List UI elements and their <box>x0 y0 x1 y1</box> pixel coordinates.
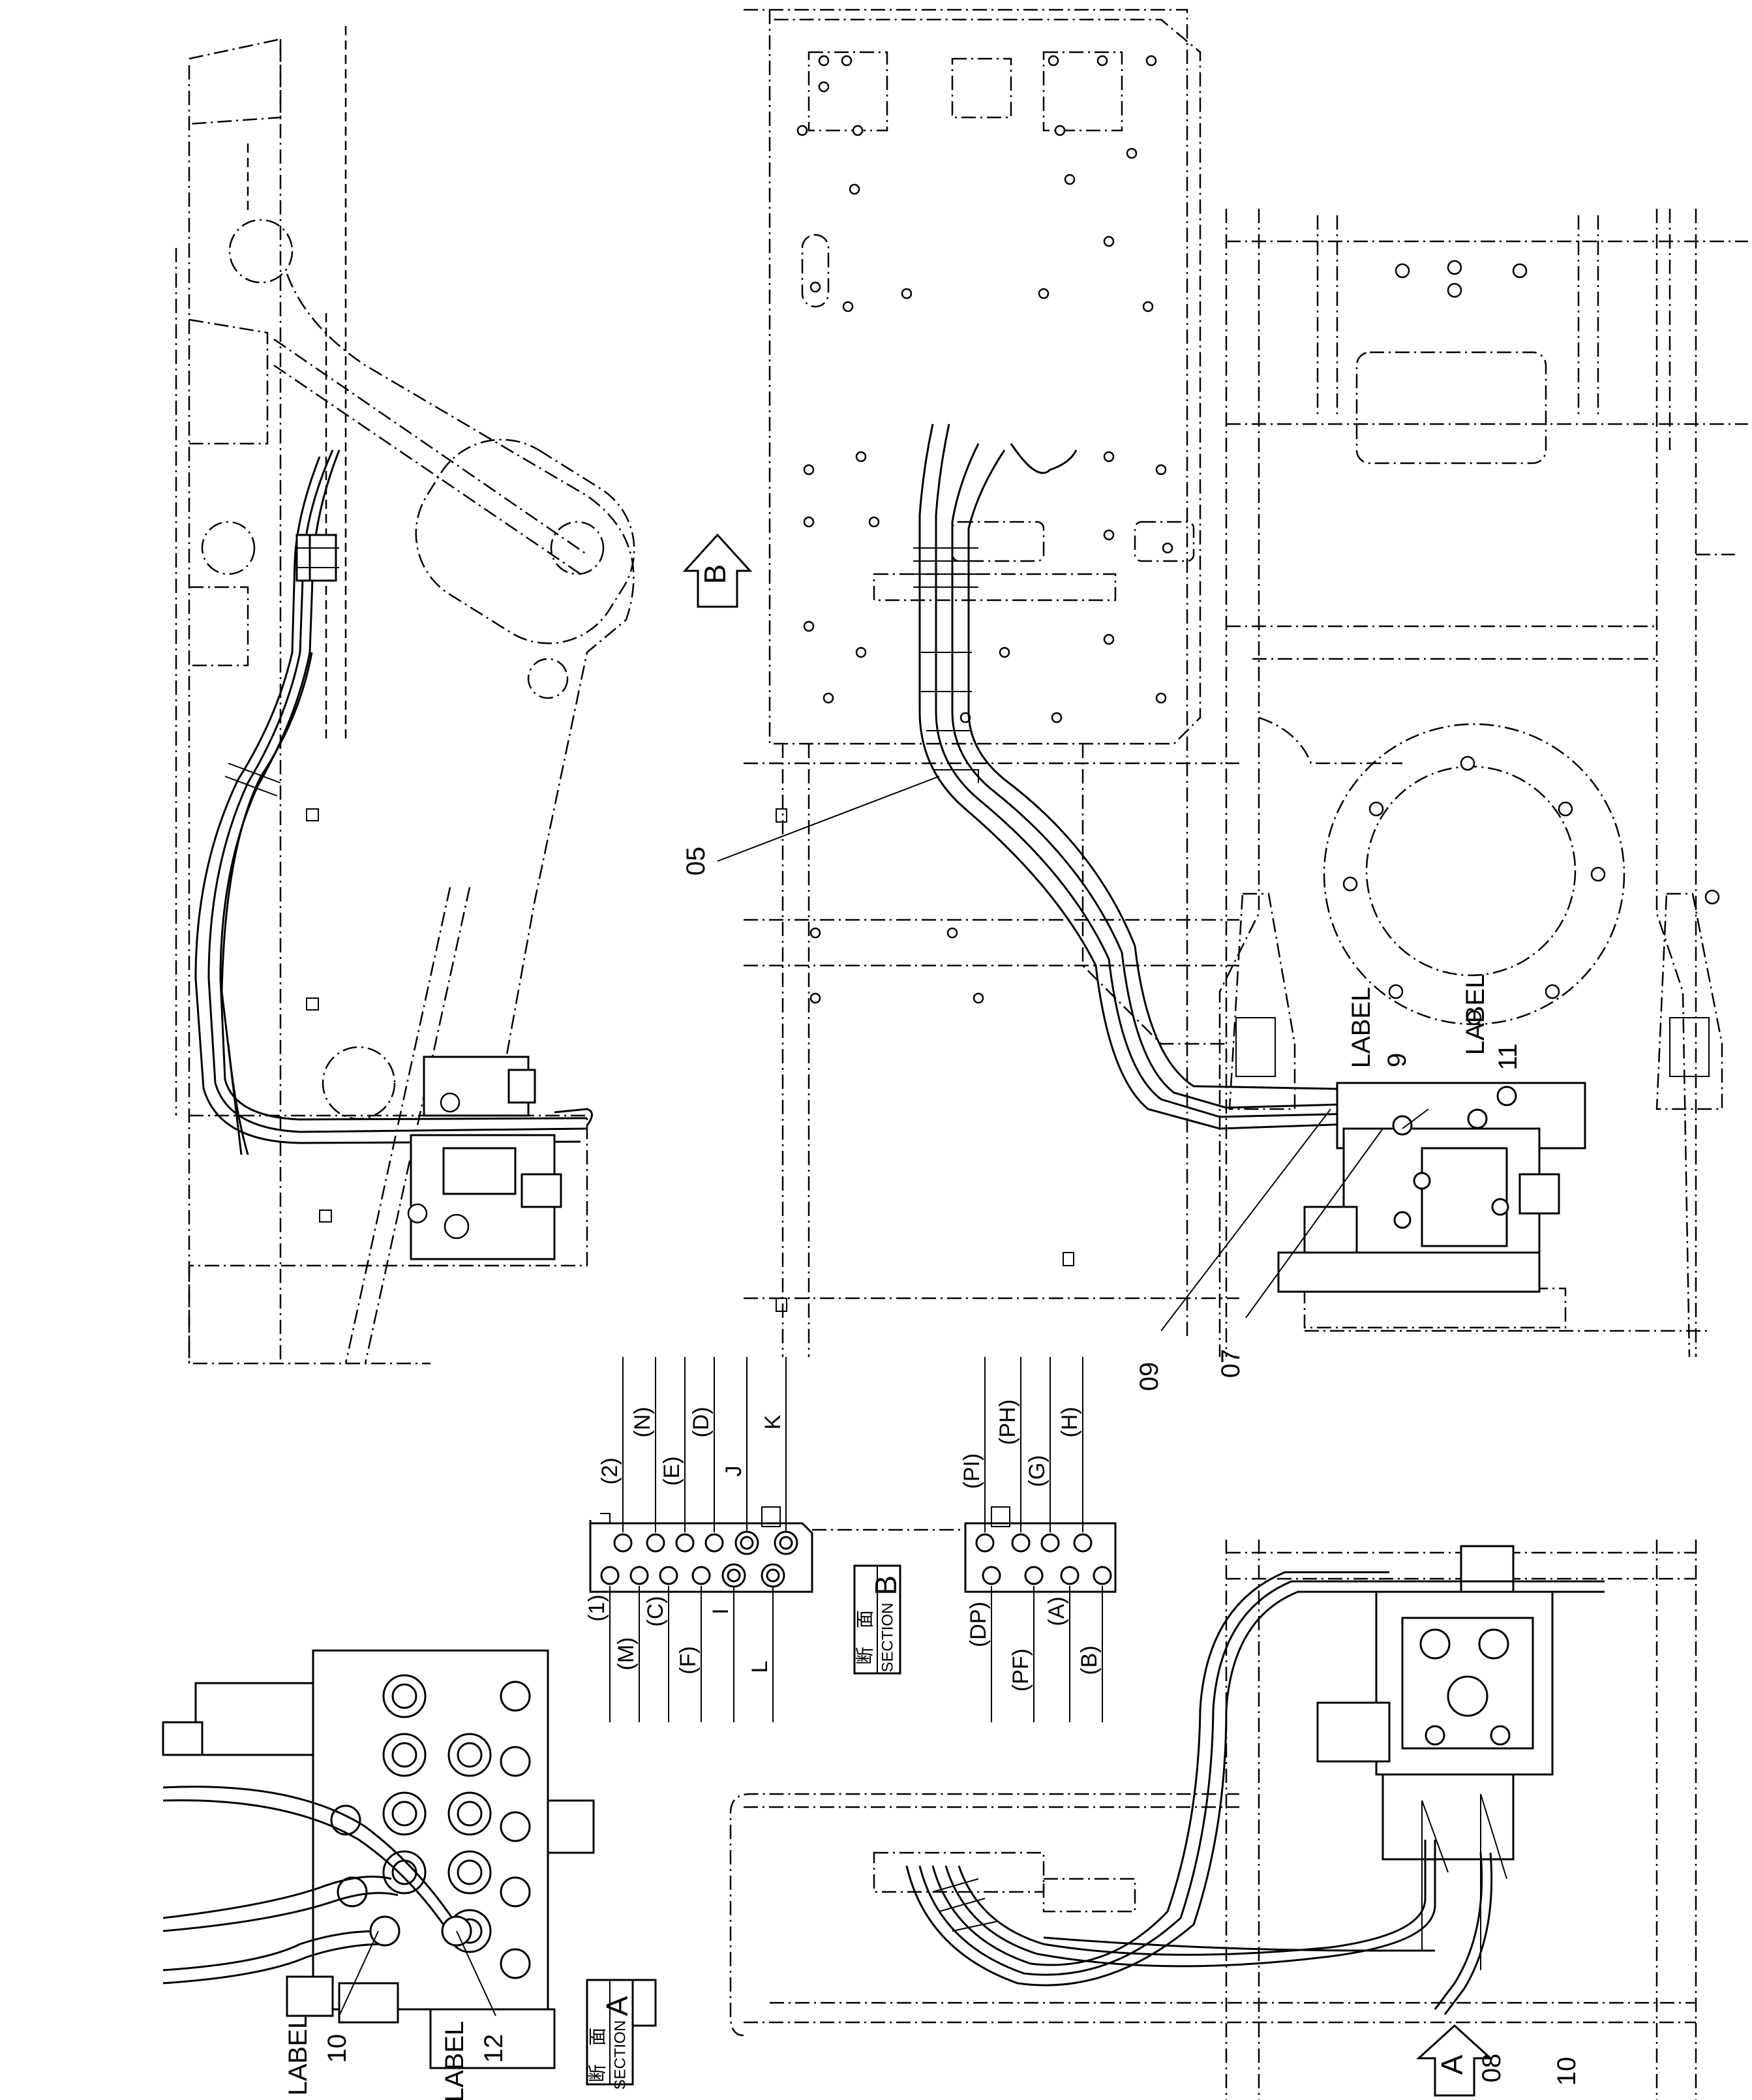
port-circle-2 <box>613 1533 633 1553</box>
port-label-j: J <box>721 1466 746 1477</box>
side-view-control-valve <box>407 1056 593 1260</box>
plan-view-hose-bundle <box>913 423 1410 1130</box>
port-label-1: (1) <box>584 1594 609 1622</box>
port-circle-g <box>1040 1533 1060 1553</box>
section-b-letter: B <box>869 1575 903 1596</box>
view-a-plan <box>729 1540 1697 2100</box>
port-circle-inner <box>727 1568 741 1583</box>
port-circle-dp <box>982 1566 1001 1585</box>
port-label-g: (G) <box>1025 1455 1050 1487</box>
port-label-dp: (DP) <box>966 1602 991 1647</box>
plan-view-chassis-frame <box>1218 209 1748 1358</box>
section-b-kanji: 断 面 <box>854 1610 875 1665</box>
section-a-title: SECTION <box>611 2020 629 2090</box>
section-a-letter: A <box>600 1996 634 2016</box>
section-a-title-box: 断 面 SECTION A <box>586 1979 657 2090</box>
port-label-c: (C) <box>643 1596 668 1626</box>
port-label-m: (M) <box>614 1637 639 1671</box>
port-circle-d <box>704 1533 724 1553</box>
port-circle-h <box>1073 1533 1093 1553</box>
callout-10-left: 10 <box>323 2034 352 2063</box>
port-label-l: L <box>748 1661 772 1673</box>
port-label-d: (D) <box>689 1407 714 1437</box>
port-label-ph: (PH) <box>995 1399 1020 1445</box>
label-11: LABEL <box>1461 974 1490 1056</box>
label-12: LABEL <box>440 2021 469 2100</box>
port-circle-pi <box>975 1533 995 1553</box>
port-circle-e <box>675 1533 695 1553</box>
port-label-a: (A) <box>1044 1596 1069 1626</box>
port-circle-ph <box>1011 1533 1031 1553</box>
plan-view-control-valve <box>1277 1082 1586 1293</box>
port-label-i: I <box>708 1608 733 1614</box>
callout-11: 11 <box>1494 1043 1522 1071</box>
port-circle-a <box>1060 1566 1080 1585</box>
port-label-n: (N) <box>630 1407 655 1437</box>
port-circle-b <box>1093 1566 1112 1585</box>
port-label-e: (E) <box>659 1456 684 1485</box>
callout-08: 08 <box>1477 2054 1506 2083</box>
port-circle-n <box>646 1533 665 1553</box>
section-b-ports-diagram <box>589 1506 1117 1593</box>
callout-9: 9 <box>1383 1053 1412 1067</box>
section-a-kanji: 断 面 <box>587 2028 607 2082</box>
port-label-b: (B) <box>1077 1645 1102 1675</box>
section-b-title: SECTION <box>879 1603 896 1673</box>
callout-07: 07 <box>1216 1349 1245 1378</box>
port-label-f: (F) <box>676 1646 701 1674</box>
port-circle-pf <box>1024 1566 1044 1585</box>
port-circle-inner <box>779 1536 793 1550</box>
section-a-detail <box>162 1649 595 2069</box>
port-label-2: (2) <box>597 1457 622 1485</box>
section-b-port-labels: (2) (N)(E)(D) J K (1)(M)(C) (F) I L (PI) (PH)(G) (… <box>584 1357 1112 1722</box>
callout-09: 09 <box>1135 1362 1164 1392</box>
port-circle-m <box>629 1566 649 1585</box>
leader-lines <box>339 776 1507 2016</box>
plan-view-plate <box>744 8 1239 1357</box>
port-circle-inner <box>766 1568 780 1583</box>
view-a-arrow: A <box>1416 2024 1493 2097</box>
port-circle-f <box>691 1566 711 1585</box>
callout-10-bottom: 10 <box>1552 2057 1581 2086</box>
callout-labels: 05 09 07 LABEL 9 LABEL 11 08 10 LABEL 10… <box>284 847 1581 2100</box>
view-b-arrow: B <box>682 533 753 608</box>
port-label-pf: (PF) <box>1008 1649 1033 1692</box>
section-b-title-box: 断 面 SECTION B <box>853 1564 903 1675</box>
port-label-h: (H) <box>1057 1407 1082 1437</box>
callout-12: 12 <box>479 2034 508 2063</box>
port-circle-inner <box>740 1536 754 1550</box>
side-view-hose-bundle <box>194 449 588 1155</box>
callout-05: 05 <box>682 847 710 876</box>
port-label-k: K <box>761 1414 785 1429</box>
view-a-letter: A <box>1435 2054 1469 2075</box>
port-circle-1 <box>600 1566 620 1585</box>
port-label-pi: (PI) <box>959 1453 984 1489</box>
port-circle-c <box>659 1566 678 1585</box>
view-b-letter: B <box>698 564 732 585</box>
label-9: LABEL <box>1347 987 1376 1069</box>
label-10: LABEL <box>284 2015 312 2096</box>
